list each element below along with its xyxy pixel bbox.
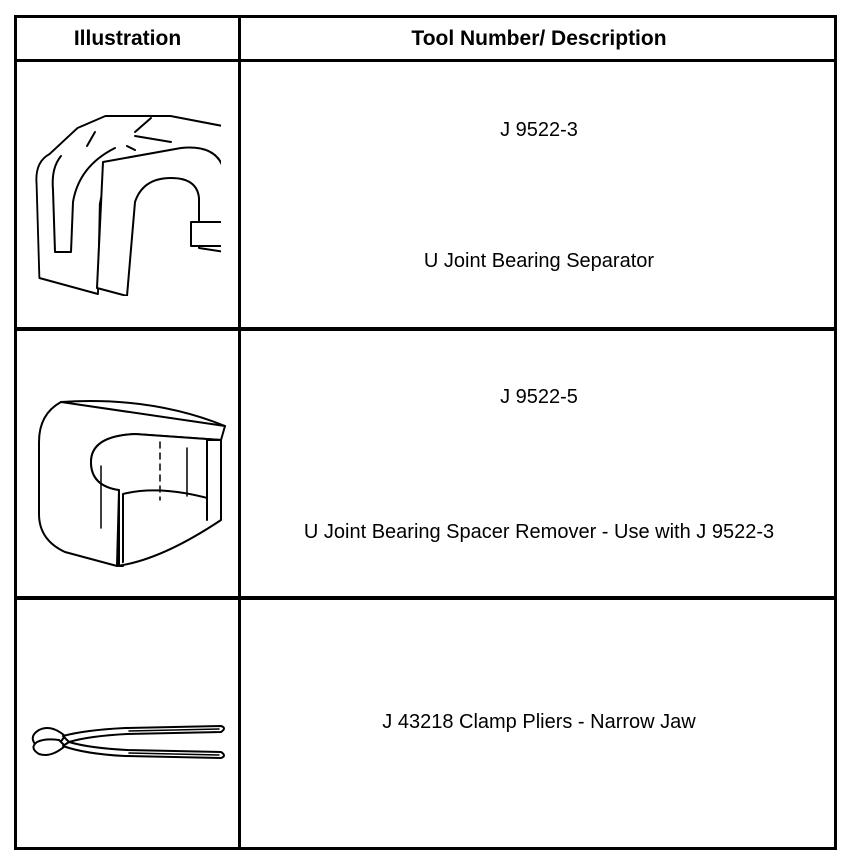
spacer-remover-icon [31,390,231,575]
header-description: Tool Number/ Description [411,26,667,50]
row-divider [17,327,834,331]
tool-number: J 9522-5 [500,386,578,408]
tools-table: Illustration Tool Number/ Description J … [14,15,837,850]
clamp-pliers-icon [25,718,229,773]
tool-description: U Joint Bearing Spacer Remover - Use wit… [303,521,775,543]
bearing-separator-icon [31,106,230,301]
tool-description: U Joint Bearing Separator [423,250,655,272]
tool-number: J 9522-3 [500,119,578,141]
header-illustration: Illustration [73,26,182,50]
column-divider [238,18,241,847]
header-divider [17,59,834,62]
tool-description: J 43218 Clamp Pliers - Narrow Jaw [382,711,696,733]
row-divider [17,596,834,600]
